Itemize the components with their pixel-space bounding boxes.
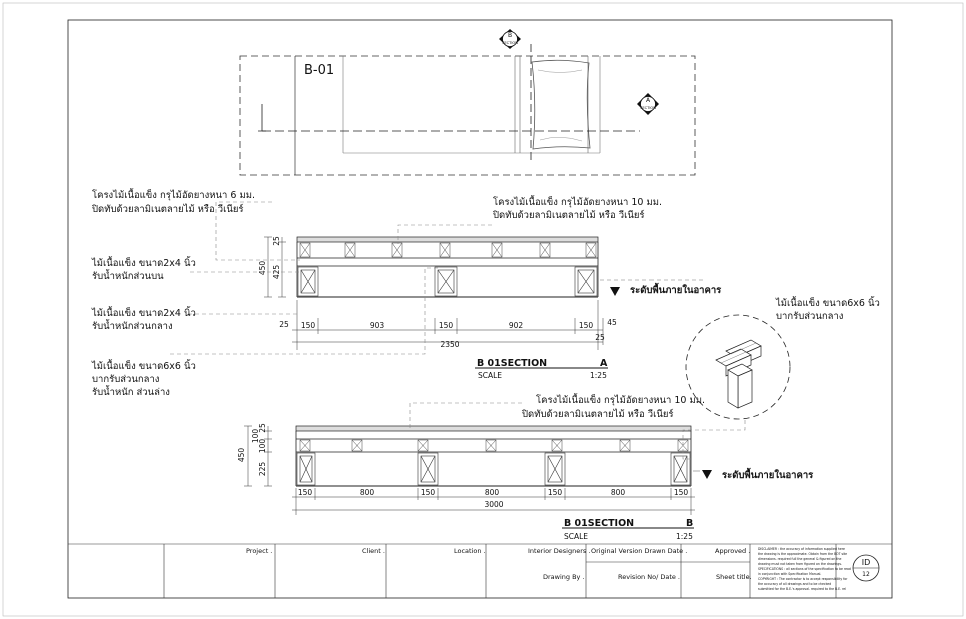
section-a-drawing (296, 236, 599, 298)
svg-text:902: 902 (509, 321, 524, 330)
svg-text:150: 150 (579, 321, 594, 330)
note-wood2x4-b-2: รับน้ำหนักส่วนกลาง (92, 319, 173, 332)
sheet-inner-border (67, 19, 893, 599)
svg-text:12: 12 (862, 571, 870, 578)
svg-text:800: 800 (611, 488, 626, 497)
tb-original-version: Original Version Drawn Date . (591, 547, 687, 555)
svg-text:SCALE: SCALE (564, 532, 588, 541)
svg-text:submitted for the B.E.'s appro: submitted for the B.E.'s approval. requi… (758, 587, 846, 591)
svg-text:150: 150 (439, 321, 454, 330)
svg-text:800: 800 (485, 488, 500, 497)
svg-text:A: A (600, 358, 608, 369)
svg-text:in conjunction with Specificat: in conjunction with Specification Manual… (758, 572, 821, 576)
svg-text:100: 100 (251, 429, 260, 444)
svg-text:25: 25 (279, 320, 289, 329)
section-a-title: B 01SECTION A SCALE 1:25 (475, 358, 608, 380)
note-lower-frame-2: ปิดทับด้วยลามิเนตลายไม้ หรือ วีเนียร์ (521, 408, 673, 420)
tb-disclaimer: DISCLAIMER : the accuracy of information… (758, 547, 851, 591)
svg-text:ID: ID (862, 558, 871, 567)
svg-text:100: 100 (258, 439, 267, 454)
note-wood2x4-a-2: รับน้ำหนักส่วนบน (92, 269, 164, 282)
joint-detail (682, 314, 791, 460)
note-wood6x6-2: บากรับส่วนกลาง (92, 374, 159, 385)
svg-text:450: 450 (258, 261, 267, 276)
svg-text:25: 25 (595, 333, 605, 342)
section-b-marker: B SECTION (499, 29, 521, 49)
svg-text:150: 150 (298, 488, 313, 497)
svg-text:225: 225 (258, 462, 267, 477)
svg-text:1:25: 1:25 (590, 371, 607, 380)
svg-text:1:25: 1:25 (676, 532, 693, 541)
plan-title: B-01 (304, 63, 334, 78)
svg-text:25: 25 (258, 423, 267, 433)
tb-interior-designers: Interior Designers . (528, 547, 590, 555)
svg-text:COPYRIGHT : The contractor is: COPYRIGHT : The contractor is to accept … (758, 577, 848, 581)
svg-text:the accuracy of all drawings a: the accuracy of all drawings and to be c… (758, 582, 831, 586)
section-b-horizontal-dims (292, 488, 695, 515)
svg-text:SECTION: SECTION (640, 106, 656, 110)
tb-approved: Approved . (715, 547, 750, 555)
svg-text:SECTION: SECTION (502, 41, 518, 45)
note-top-frame-1: โครงไม้เนื้อแข็ง กรุไม้อัดยางหนา 6 มม. (92, 188, 255, 201)
title-block (68, 543, 892, 598)
plan-view: B-01 (239, 44, 696, 176)
note-top-frame-2: ปิดทับด้วยลามิเนตลายไม้ หรือ วีเนียร์ (91, 203, 243, 215)
note-mid-frame-2: ปิดทับด้วยลามิเนตลายไม้ หรือ วีเนียร์ (492, 209, 644, 221)
section-b-title: B 01SECTION B SCALE 1:25 (562, 518, 694, 541)
svg-text:ระดับพื้นภายในอาคาร: ระดับพื้นภายในอาคาร (630, 282, 722, 296)
tb-sheet-title: Sheet title. (716, 573, 752, 581)
tb-client: Client . (362, 547, 385, 555)
svg-text:150: 150 (301, 321, 316, 330)
note-wood6x6-1: ไม้เนื้อแข็ง ขนาด6x6 นิ้ว (91, 359, 196, 372)
svg-text:150: 150 (421, 488, 436, 497)
leader-lines (170, 201, 522, 429)
svg-text:SCALE: SCALE (478, 371, 502, 380)
svg-text:800: 800 (360, 488, 375, 497)
tb-project: Project . (246, 547, 272, 555)
svg-text:B 01SECTION: B 01SECTION (477, 358, 547, 369)
tb-location: Location . (454, 547, 486, 555)
note-wood2x4-a-1: ไม้เนื้อแข็ง ขนาด2x4 นิ้ว (91, 256, 196, 269)
note-wood6x6-3: รับน้ำหนัก ส่วนล่าง (92, 385, 170, 398)
svg-text:2350: 2350 (440, 340, 459, 349)
svg-text:150: 150 (548, 488, 563, 497)
svg-text:450: 450 (237, 448, 246, 463)
note-wood2x4-b-1: ไม้เนื้อแข็ง ขนาด2x4 นิ้ว (91, 306, 196, 319)
section-b-drawing (295, 425, 692, 487)
svg-text:45: 45 (607, 318, 617, 327)
tb-revision: Revision No/ Date . (618, 573, 680, 581)
floor-level-a: ระดับพื้นภายในอาคาร (600, 279, 722, 296)
pillow-outline (531, 59, 591, 150)
section-a-marker: A SECTION (637, 93, 659, 115)
svg-text:B: B (508, 32, 512, 39)
note-lower-frame-1: โครงไม้เนื้อแข็ง กรุไม้อัดยางหนา 10 มม. (536, 393, 705, 406)
note-mid-frame-1: โครงไม้เนื้อแข็ง กรุไม้อัดยางหนา 10 มม. (493, 195, 662, 208)
svg-text:A: A (646, 97, 651, 104)
section-b-vertical-dims (244, 425, 272, 487)
svg-text:B 01SECTION: B 01SECTION (564, 518, 634, 529)
svg-text:25: 25 (272, 236, 281, 246)
sheet-id-badge: ID 12 (852, 554, 880, 582)
svg-text:drawing must not taken from fi: drawing must not taken from figured on t… (758, 562, 842, 566)
svg-text:the drawing is the approximate: the drawing is the approximate. Obtain f… (758, 552, 847, 556)
svg-text:SPECIFICATIONS : all sections: SPECIFICATIONS : all sections of the spe… (758, 567, 851, 571)
svg-text:B: B (686, 518, 693, 529)
detail-6x6-label-2: บากรับส่วนกลาง (776, 311, 843, 322)
detail-6x6-label-1: ไม้เนื้อแข็ง ขนาด6x6 นิ้ว (775, 296, 880, 309)
tb-drawing-by: Drawing By . (543, 573, 585, 581)
svg-text:3000: 3000 (484, 500, 503, 509)
section-a-vertical-dims (264, 236, 286, 298)
svg-text:ระดับพื้นภายในอาคาร: ระดับพื้นภายในอาคาร (722, 467, 814, 481)
floor-level-b: ระดับพื้นภายในอาคาร (693, 467, 814, 481)
svg-text:150: 150 (674, 488, 689, 497)
svg-text:dimensions. required full the: dimensions. required full the general & … (758, 557, 841, 561)
section-a-horizontal-dims (292, 300, 604, 350)
svg-text:DISCLAIMER : the accuracy of i: DISCLAIMER : the accuracy of information… (758, 547, 845, 551)
svg-text:903: 903 (370, 321, 385, 330)
